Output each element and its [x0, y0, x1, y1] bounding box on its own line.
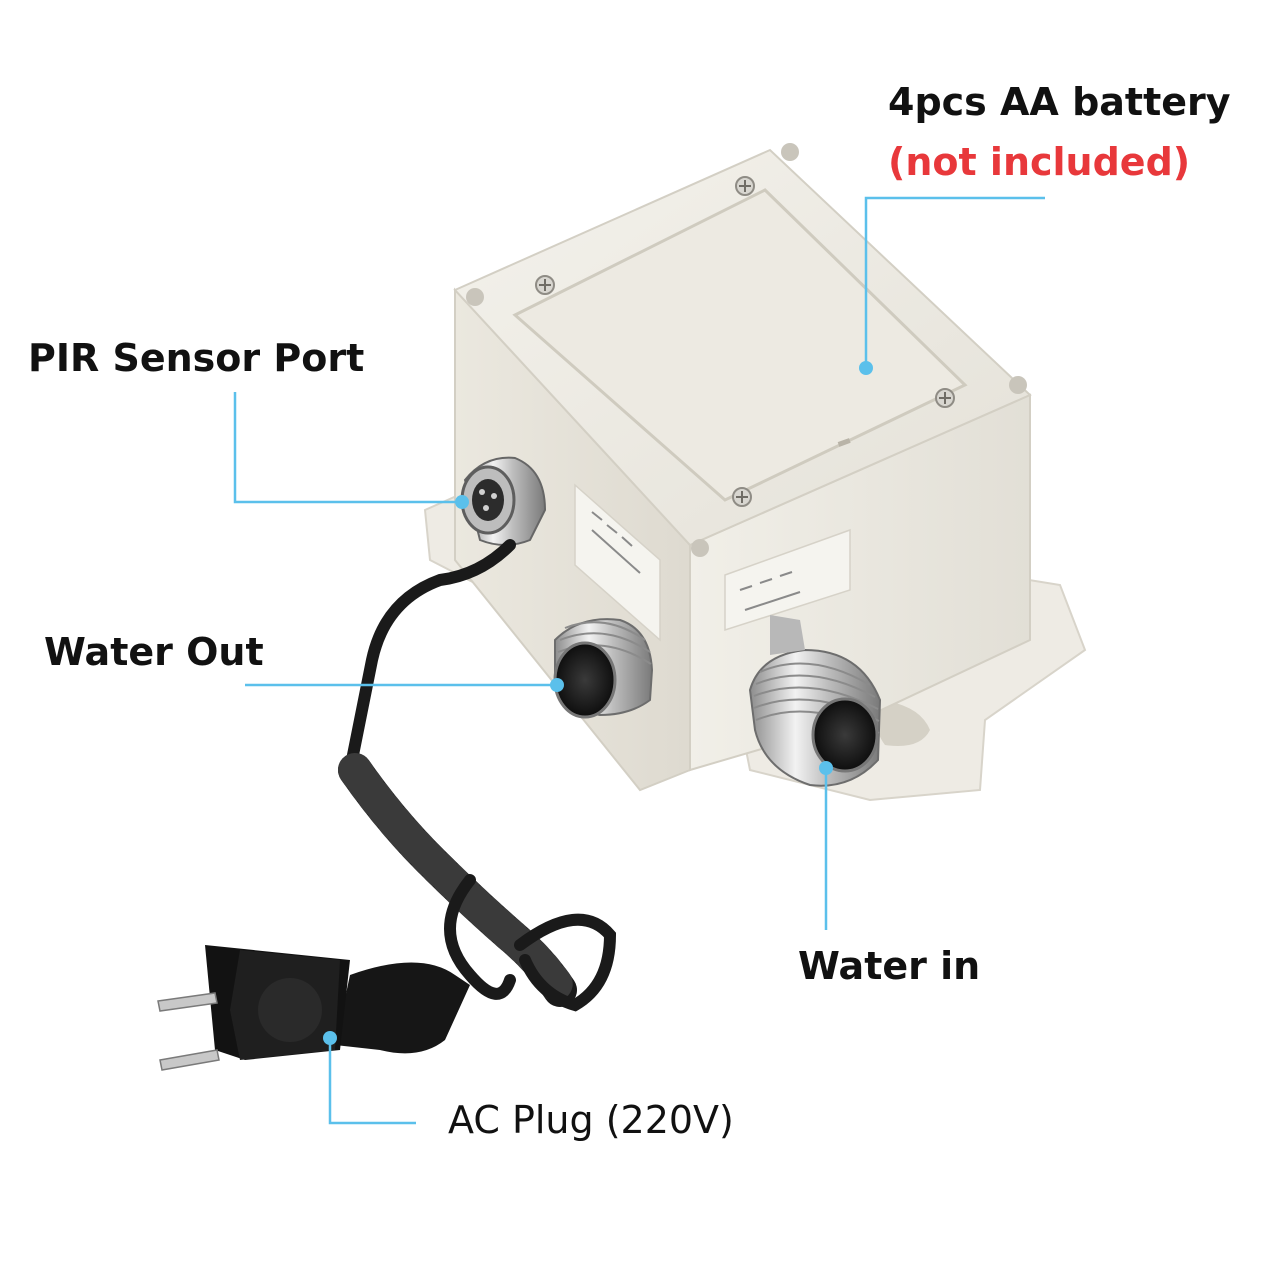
battery-label: 4pcs AA battery	[888, 80, 1231, 124]
pir-connector	[460, 456, 547, 546]
water-out-sticker	[574, 483, 661, 642]
water-in-sticker	[724, 528, 851, 632]
water-out-label: Water Out	[44, 630, 264, 674]
pir-callout-dot	[455, 495, 469, 509]
water-out-callout-dot	[550, 678, 564, 692]
ac-plug-callout-dot	[323, 1031, 337, 1045]
callout-dots	[323, 361, 873, 1045]
ac-plug-label: AC Plug (220V)	[448, 1098, 734, 1142]
ac-plug	[157, 945, 470, 1071]
pir-port-label: PIR Sensor Port	[28, 336, 365, 380]
callout-lines	[233, 196, 1045, 1125]
battery-callout-dot	[859, 361, 873, 375]
water-in-label: Water in	[798, 944, 981, 988]
water-in-callout-dot	[819, 761, 833, 775]
water-out-fitting	[553, 618, 654, 719]
water-in-fitting	[748, 615, 882, 787]
cover-screws	[535, 176, 955, 507]
battery-note-label: (not included)	[888, 140, 1191, 184]
power-cable	[338, 539, 617, 1012]
corner-holes	[466, 143, 1027, 557]
battery-cover	[512, 188, 968, 502]
